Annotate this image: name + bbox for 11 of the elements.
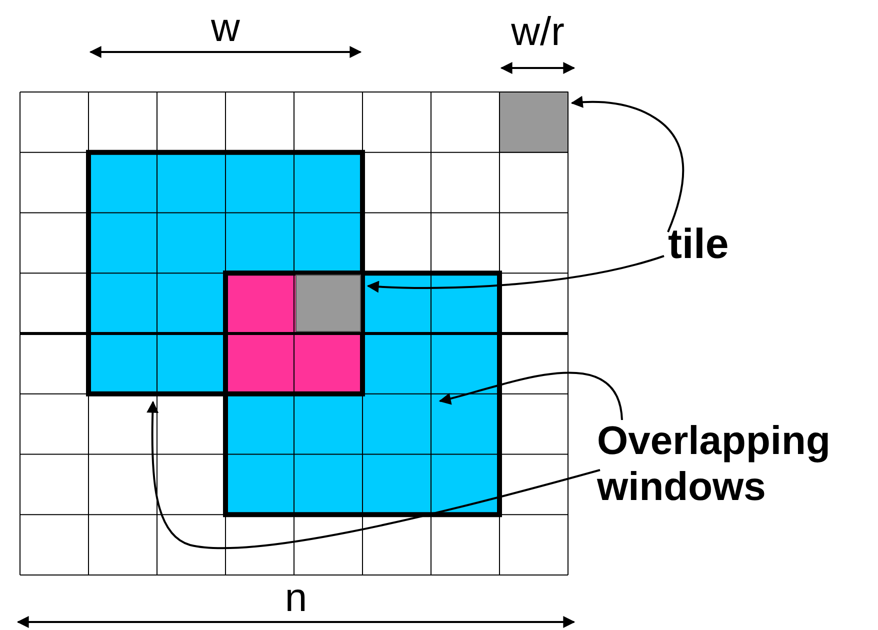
- tile-cell: [499, 92, 568, 153]
- tile-cell: [296, 274, 361, 332]
- tile-label: tile: [668, 220, 729, 268]
- dimension-label: n: [284, 578, 308, 618]
- leader-line: [366, 255, 664, 293]
- dimension-label: w: [211, 8, 240, 48]
- dimension-label: w/r: [511, 12, 564, 52]
- windows-label: Overlapping windows: [597, 418, 877, 510]
- leader-line: [570, 96, 684, 232]
- leader-line: [146, 400, 600, 550]
- leader-line: [438, 372, 623, 420]
